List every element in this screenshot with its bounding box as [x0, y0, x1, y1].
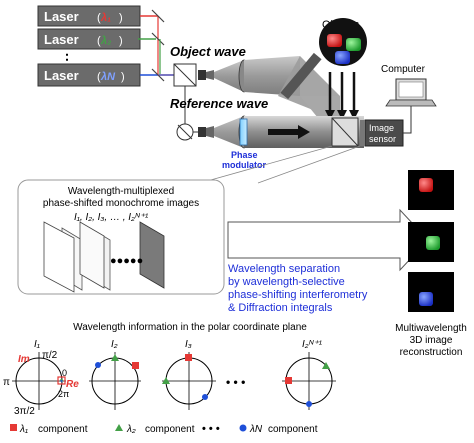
result-text-3: reconstruction [400, 347, 463, 358]
pi-label: π [3, 377, 10, 388]
phase-modulator-label-2: modulator [222, 160, 266, 170]
pi-half-label: π/2 [42, 350, 58, 361]
svg-text:): ) [119, 12, 123, 24]
reference-wave-label: Reference wave [170, 96, 268, 111]
axis-im-label: Im [18, 354, 30, 365]
image-stack [43, 221, 165, 293]
polar-circle-4-label: I₂ᴺ⁺¹ [302, 339, 323, 350]
objects-group [319, 18, 367, 66]
image-sensor: Image sensor [360, 119, 404, 147]
laser-1-label: Laser [44, 9, 79, 24]
svg-text:): ) [121, 71, 125, 83]
laser-1-symbol: ( [97, 12, 101, 24]
two-pi-label: 2π [58, 389, 69, 399]
polar-circle-1-label: I₁ [34, 339, 40, 350]
polar-circle-4 [282, 352, 336, 410]
laser-ellipsis: ⋮ [60, 51, 74, 67]
laser-2-wavelength: λ₂ [100, 35, 111, 47]
polar-circle-2 [89, 352, 141, 410]
object-light-arrows [325, 72, 359, 120]
legend-3-text: component [268, 424, 318, 435]
process-text-1: Wavelength separation [228, 263, 340, 275]
polar-title: Wavelength information in the polar coor… [73, 322, 307, 333]
legend: λ₁ component λ₂ component • • • λN compo… [10, 423, 318, 435]
process-text-4: & Diffraction integrals [228, 302, 333, 314]
svg-text:): ) [119, 35, 123, 47]
reconstruction-red [408, 170, 454, 210]
laser-beams [138, 9, 196, 82]
laser-1-wavelength: λ₁ [100, 12, 111, 24]
laser-n-label: Laser [44, 68, 79, 83]
legend-2-symbol: λ₂ [126, 424, 136, 435]
images-title-1: Wavelength-multiplexed [68, 186, 174, 197]
laser-2-label: Laser [44, 32, 79, 47]
beam-splitter-1 [173, 63, 197, 87]
laser-2: Laser ( λ₂ ) [37, 28, 141, 50]
phase-modulator-label-1: Phase [231, 150, 258, 160]
result-text-2: 3D image [410, 335, 453, 346]
polar-circle-3 [162, 352, 216, 410]
zero-label: 0 [62, 368, 67, 378]
polar-ellipsis: • • • [226, 375, 245, 389]
computer-icon [385, 78, 437, 107]
legend-1-symbol: λ₁ [19, 424, 28, 435]
legend-1-text: component [38, 424, 88, 435]
laser-n-wavelength: λN [100, 71, 116, 83]
legend-3-symbol: λN [249, 424, 263, 435]
image-sensor-label-1: Image [369, 123, 394, 133]
reconstruction-green [408, 222, 454, 262]
polar-circle-1 [12, 352, 66, 410]
three-pi-half-label: 3π/2 [14, 406, 35, 417]
images-sequence: I₁, I₂, I₃, … , I₂ᴺ⁺¹ [74, 212, 149, 223]
beam-splitter-2 [331, 117, 359, 147]
legend-ellipsis: • • • [202, 423, 220, 435]
process-text-2: by wavelength-selective [228, 276, 345, 288]
images-title-2: phase-shifted monochrome images [43, 198, 199, 209]
images-dots: ●●●●● [110, 255, 143, 267]
process-text-3: phase-shifting interferometry [228, 289, 368, 301]
object-wave-label: Object wave [170, 44, 246, 59]
object-beam-expander [198, 52, 340, 118]
legend-2-text: component [145, 424, 195, 435]
polar-circle-3-label: I₃ [185, 339, 192, 350]
laser-n: Laser ( λN ) [37, 63, 141, 87]
polar-circle-2-label: I₂ [111, 339, 118, 350]
result-text-1: Multiwavelength [395, 323, 467, 334]
computer-label: Computer [381, 64, 426, 75]
axis-re-label: Re [66, 379, 79, 390]
laser-1: Laser ( λ₁ ) [37, 5, 141, 27]
reconstruction-blue [408, 272, 454, 312]
process-arrow [227, 208, 429, 272]
svg-text:(: ( [97, 35, 101, 47]
image-sensor-label-2: sensor [369, 134, 396, 144]
svg-text:(: ( [97, 71, 101, 83]
mirror-reference [176, 123, 194, 141]
